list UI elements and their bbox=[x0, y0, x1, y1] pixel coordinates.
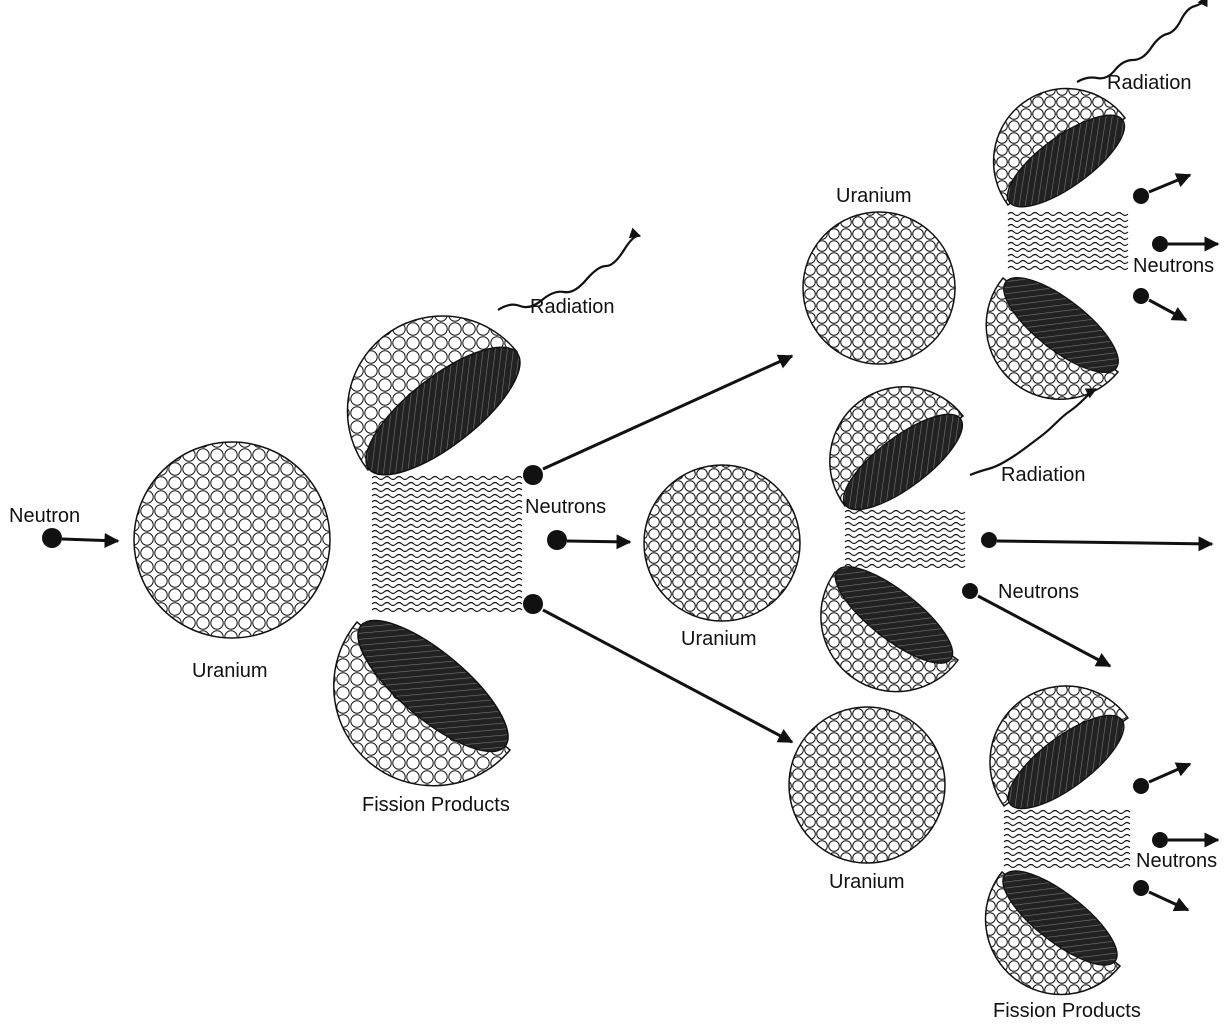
radiation-ray-top bbox=[1077, 0, 1207, 82]
uranium-nucleus-middle bbox=[644, 465, 800, 621]
fission-fragment-upper bbox=[347, 316, 538, 496]
uranium-nucleus-bottom bbox=[789, 707, 945, 863]
label-fission-products-1: Fission Products bbox=[362, 794, 510, 816]
label-uranium-top: Uranium bbox=[836, 185, 912, 207]
radiation-ray-middle bbox=[970, 389, 1096, 475]
fission-products-bottom-right bbox=[986, 686, 1137, 994]
fission-energy-waves-bottom bbox=[1004, 811, 1130, 868]
fission-energy-waves-1 bbox=[372, 477, 522, 612]
label-uranium-1: Uranium bbox=[192, 660, 268, 682]
fission-energy-waves-top bbox=[1008, 213, 1128, 270]
label-neutrons-mid: Neutrons bbox=[998, 581, 1079, 603]
uranium-nucleus-top bbox=[803, 212, 955, 364]
label-radiation-top: Radiation bbox=[1107, 72, 1192, 94]
fission-fragment-lower bbox=[334, 600, 526, 785]
fission-energy-waves-middle bbox=[845, 511, 965, 568]
label-neutron: Neutron bbox=[9, 505, 80, 527]
label-radiation-1: Radiation bbox=[530, 296, 615, 318]
fission-products-middle-right bbox=[821, 387, 976, 692]
label-neutrons-bottom: Neutrons bbox=[1136, 850, 1217, 872]
label-neutrons-top: Neutrons bbox=[1133, 255, 1214, 277]
fission-products-1 bbox=[334, 316, 538, 786]
emitted-neutrons-top bbox=[1133, 175, 1218, 320]
emitted-neutrons-bottom bbox=[1133, 764, 1218, 910]
label-neutrons-1: Neutrons bbox=[525, 496, 606, 518]
label-radiation-mid: Radiation bbox=[1001, 464, 1086, 486]
label-fission-products-2: Fission Products bbox=[993, 1000, 1141, 1022]
incoming-neutron bbox=[42, 528, 118, 548]
uranium-nucleus-1 bbox=[134, 442, 330, 638]
label-uranium-bottom: Uranium bbox=[829, 871, 905, 893]
fission-products-top-right bbox=[986, 89, 1137, 400]
label-uranium-2: Uranium bbox=[681, 628, 757, 650]
